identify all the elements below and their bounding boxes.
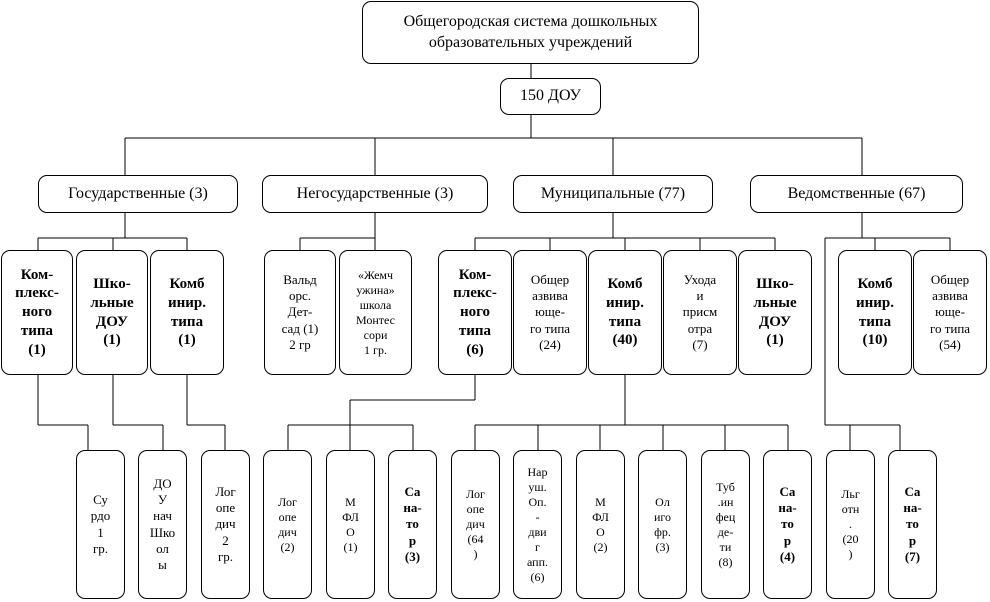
total-box: 150 ДОУ — [500, 78, 601, 115]
detail-logo-comb: Лог опе дич (64 ) — [451, 450, 500, 599]
group-state: Государственные (3) — [38, 175, 238, 213]
group-nonstate: Негосударственные (3) — [262, 175, 488, 213]
detail-logo-complex: Лог опе дич (2) — [263, 450, 312, 599]
detail-oligo: Ол иго фр. (3) — [638, 450, 687, 599]
title-box: Общегородская система дошкольных образов… — [362, 1, 699, 64]
type-nonstate-pearl: «Жемч ужина» школа Монтес сори 1 гр. — [339, 250, 412, 375]
detail-mflo-complex: М ФЛ О (1) — [326, 450, 375, 599]
detail-sanat-comb: Са на- то р (4) — [763, 450, 812, 599]
detail-logo-state: Лог опе дич 2 гр. — [201, 450, 250, 599]
detail-mflo-comb: М ФЛ О (2) — [576, 450, 625, 599]
type-mun-combined: Комб инир. типа (40) — [588, 250, 662, 375]
type-mun-care: Ухода и присм отра (7) — [663, 250, 737, 375]
type-state-complex: Ком- плекс- ного типа (1) — [1, 250, 73, 375]
detail-narush: Нар уш. Оп. - дви г апп. (6) — [513, 450, 562, 599]
detail-dou-school: ДО У нач Шко ол ы — [138, 450, 187, 599]
type-state-combined: Комб инир. типа (1) — [150, 250, 224, 375]
type-nonstate-waldorf: Вальд орс. Дет- сад (1) 2 гр — [264, 250, 336, 375]
type-mun-school: Шко- льные ДОУ (1) — [738, 250, 812, 375]
group-departmental: Ведомственные (67) — [750, 175, 963, 213]
type-mun-complex: Ком- плекс- ного типа (6) — [438, 250, 512, 375]
detail-sanat-dep: Са на- то р (7) — [888, 450, 937, 599]
type-dep-combined: Комб инир. типа (10) — [838, 250, 912, 375]
detail-surdo: Су рдо 1 гр. — [76, 450, 125, 599]
detail-sanat-complex: Са на- то р (3) — [388, 450, 437, 599]
group-municipal: Муниципальные (77) — [513, 175, 713, 213]
type-dep-general: Общер азвива юще- го типа (54) — [913, 250, 987, 375]
detail-lgotn: Льг отн . (20 ) — [826, 450, 875, 599]
type-state-school: Шко- льные ДОУ (1) — [76, 250, 148, 375]
detail-tub: Туб .ин фец де- ти (8) — [701, 450, 750, 599]
type-mun-general: Общер азвива юще- го типа (24) — [513, 250, 587, 375]
